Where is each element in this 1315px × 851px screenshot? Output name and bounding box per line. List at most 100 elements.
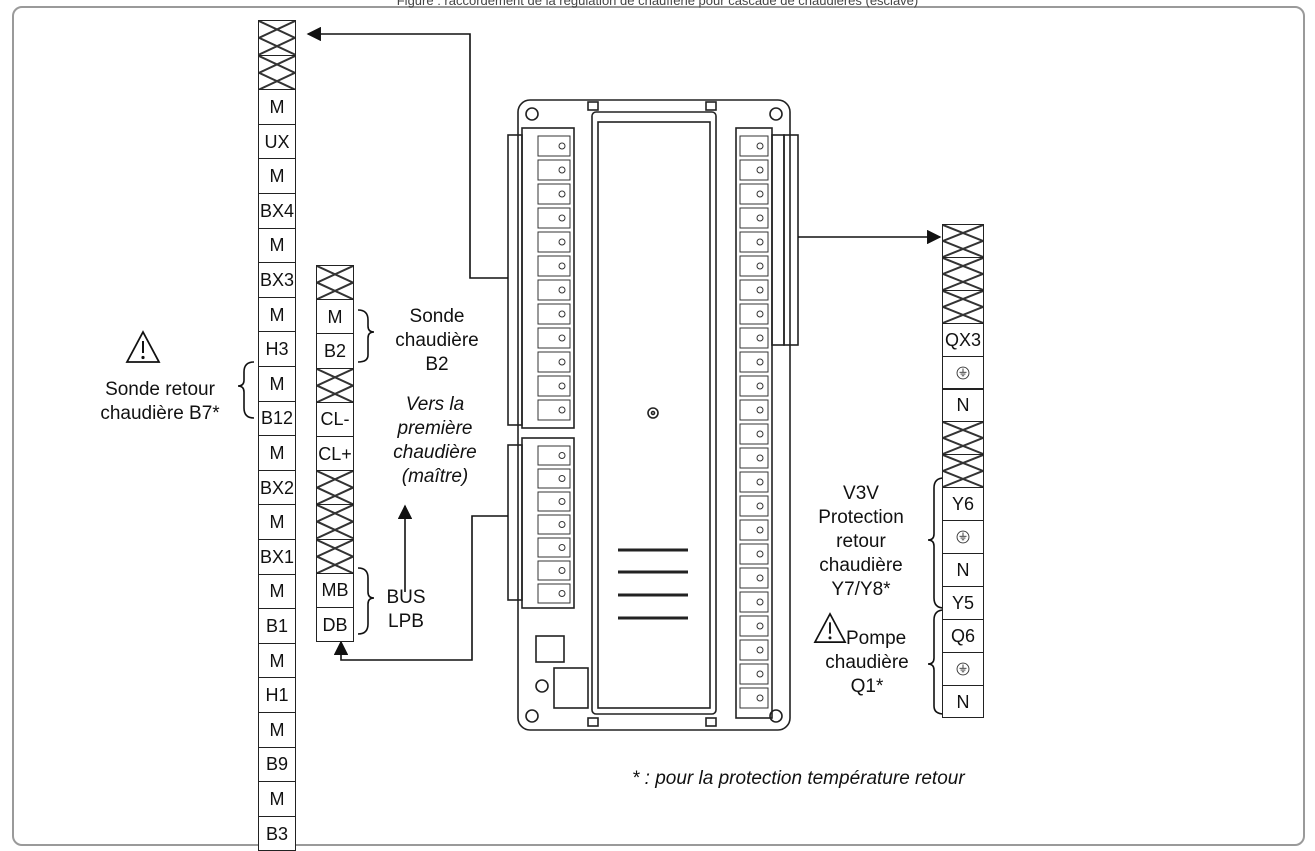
connector-screw [558, 190, 566, 198]
terminal: Y5 [942, 585, 984, 620]
connector-screw [558, 406, 566, 414]
label-sonde-chaudiere-b2: Sonde chaudière B2 [395, 306, 479, 375]
connector-screw [756, 502, 764, 510]
connector-slot [739, 399, 769, 421]
connector-screw [756, 214, 764, 222]
connector-screw [756, 670, 764, 678]
connector-screw [756, 454, 764, 462]
connector-screw [558, 475, 566, 482]
connector-slot [537, 445, 571, 466]
connector-screw [756, 430, 764, 438]
connector-slot [739, 159, 769, 181]
terminal: N [942, 684, 984, 719]
connector-screw [756, 694, 764, 702]
terminal: M [258, 642, 296, 679]
terminal-blank [942, 421, 984, 456]
connector-screw [558, 214, 566, 222]
connector-screw [558, 590, 566, 597]
connector-screw [756, 526, 764, 534]
terminal: QX3 [942, 322, 984, 357]
label-v3v-protection: V3V Protection retour chaudière Y7/Y8* [818, 483, 904, 600]
connector-slot [537, 560, 571, 581]
connector-slot [739, 183, 769, 205]
terminal: BX3 [258, 262, 296, 298]
terminal-blank [942, 289, 984, 324]
connector-slot [739, 543, 769, 565]
connector-screw [756, 574, 764, 582]
connector-slot [537, 159, 571, 181]
connector-slot [537, 135, 571, 157]
connector-screw [756, 406, 764, 414]
connector-screw [756, 166, 764, 174]
connector-screw [756, 622, 764, 630]
connector-screw [558, 286, 566, 294]
terminal-blank [316, 538, 354, 574]
terminal-blank-icon [943, 455, 983, 487]
brace-b12 [237, 361, 255, 419]
terminal: CL+ [316, 436, 354, 472]
terminal-blank [316, 265, 354, 301]
terminal: M [258, 435, 296, 471]
terminal-blank-icon [317, 471, 353, 504]
terminal: H1 [258, 677, 296, 713]
terminal: M [258, 227, 296, 264]
terminal: M [258, 296, 296, 333]
figure-caption: Figure : raccordement de la régulation d… [396, 0, 919, 8]
terminal: M [258, 781, 296, 817]
earth-ground-icon [956, 662, 970, 676]
connector-screw [558, 521, 566, 528]
connector-slot [537, 207, 571, 229]
connector-screw [558, 310, 566, 318]
terminal-blank [258, 20, 296, 56]
connector-slot [739, 231, 769, 253]
connector-slot [739, 687, 769, 709]
connector-slot [537, 303, 571, 325]
terminal-blank-icon [259, 56, 295, 90]
connector-screw [756, 382, 764, 390]
terminal-blank-icon [317, 505, 353, 538]
terminal: Q6 [942, 618, 984, 653]
brace-q1 [927, 609, 945, 715]
warning-triangle-icon [813, 612, 847, 643]
diagram-frame [12, 6, 1305, 846]
label-pompe: Pompe [846, 628, 907, 649]
connector-slot [739, 567, 769, 589]
terminal-blank-icon [943, 258, 983, 290]
connector-screw [558, 382, 566, 390]
connector-screw [558, 498, 566, 505]
connector-slot [537, 399, 571, 421]
terminal-earth [942, 355, 984, 390]
terminal: B12 [258, 400, 296, 437]
terminal: BX2 [258, 469, 296, 506]
connector-slot [739, 663, 769, 685]
connector-screw [756, 358, 764, 366]
connector-screw [558, 544, 566, 551]
terminal: MB [316, 572, 354, 608]
connector-screw [756, 550, 764, 558]
terminal: BX1 [258, 539, 296, 575]
connector-slot [739, 639, 769, 661]
connector-slot [537, 468, 571, 489]
terminal-blank [942, 256, 984, 291]
connector-slot [537, 183, 571, 205]
connector-slot [739, 207, 769, 229]
terminal-blank [316, 470, 354, 506]
connector-slot [739, 591, 769, 613]
terminal: BX4 [258, 193, 296, 229]
terminal: B9 [258, 746, 296, 783]
connector-screw [756, 646, 764, 654]
connector-screw [558, 358, 566, 366]
connector-screw [558, 334, 566, 342]
terminal: DB [316, 607, 354, 643]
connector-slot [739, 255, 769, 277]
label-vers-premiere-chaudiere: Vers la première chaudière (maître) [393, 394, 477, 487]
terminal-blank-icon [259, 21, 295, 55]
connector-screw [558, 238, 566, 246]
terminal: B2 [316, 333, 354, 369]
brace-b2 [357, 309, 375, 363]
connector-slot [537, 537, 571, 558]
terminal-blank [942, 224, 984, 258]
footnote: * : pour la protection température retou… [632, 768, 965, 789]
connector-slot [739, 471, 769, 493]
terminal-blank [258, 54, 296, 91]
